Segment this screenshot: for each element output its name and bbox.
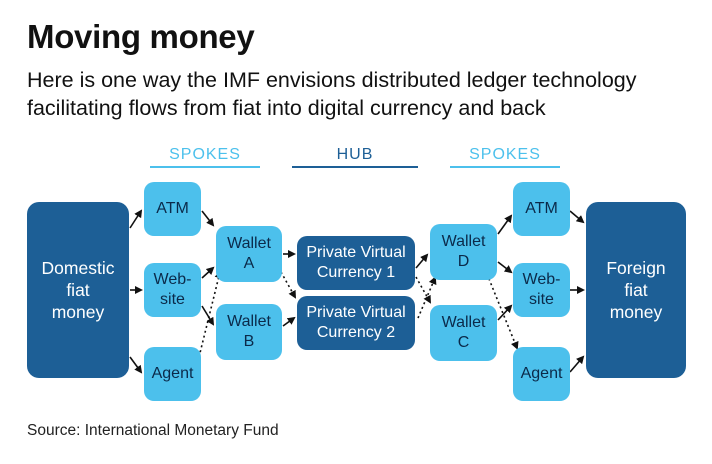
website-left-label: Web-site [153, 271, 192, 308]
source-note: Source: International Monetary Fund [27, 422, 279, 439]
wallet-a-box: Wallet A [216, 226, 282, 282]
wallet-d-box: Wallet D [430, 224, 497, 280]
atm-right-label: ATM [525, 200, 558, 217]
spokes-left-header: SPOKES [169, 146, 241, 163]
website-right-box: Web-site [513, 263, 570, 317]
agent-right-label: Agent [520, 365, 563, 382]
wallet-d-label: Wallet D [441, 233, 486, 270]
atm-right-box: ATM [513, 182, 570, 236]
arrow-domestic-atm [129, 209, 143, 229]
arrow-website-wallet-b [201, 305, 215, 326]
hub-header: HUB [336, 146, 374, 163]
wallet-a-label: Wallet A [227, 235, 271, 272]
private-virtual-currency-1-label: Private Virtual Currency 1 [306, 244, 406, 281]
arrow-wallet-d-website [497, 261, 513, 274]
agent-left-label: Agent [151, 365, 194, 382]
domestic-fiat-money-label: Domestic fiat money [41, 258, 115, 322]
arrow-wallet-c-website [497, 304, 513, 321]
wallet-b-box: Wallet B [216, 304, 282, 360]
arrow-atm-foreign [569, 210, 585, 224]
arrow-pvc2-wallet-d [417, 276, 437, 319]
spokes-right-underline [450, 166, 560, 168]
arrow-wallet-a-pvc2 [280, 271, 296, 299]
chart-title: Moving money [27, 18, 255, 55]
private-virtual-currency-2-box: Private Virtual Currency 2 [297, 296, 415, 350]
arrow-atm-wallet-a [201, 210, 215, 227]
arrow-website-wallet-a [201, 266, 215, 279]
agent-right-box: Agent [513, 347, 570, 401]
arrow-wallet-b-pvc2 [282, 316, 296, 327]
wallet-c-box: Wallet C [430, 305, 497, 361]
website-right-label: Web-site [522, 271, 561, 308]
wallet-b-label: Wallet B [227, 313, 271, 350]
arrow-pvc1-wallet-c [415, 276, 431, 304]
atm-left-label: ATM [156, 200, 189, 217]
foreign-fiat-money-box: Foreign fiat money [586, 202, 686, 378]
arrow-wallet-d-agent [486, 273, 519, 350]
private-virtual-currency-1-box: Private Virtual Currency 1 [297, 236, 415, 290]
hub-underline [292, 166, 418, 168]
agent-left-box: Agent [144, 347, 201, 401]
arrow-domestic-agent [129, 356, 143, 374]
foreign-fiat-money-label: Foreign fiat money [606, 258, 666, 322]
wallet-c-label: Wallet C [441, 314, 486, 351]
spokes-left-underline [150, 166, 260, 168]
spokes-right-header: SPOKES [469, 146, 541, 163]
website-left-box: Web-site [144, 263, 201, 317]
atm-left-box: ATM [144, 182, 201, 236]
arrow-wallet-d-atm [497, 214, 513, 235]
chart-subtitle: Here is one way the IMF envisions distri… [27, 68, 637, 120]
private-virtual-currency-2-label: Private Virtual Currency 2 [306, 304, 406, 341]
arrow-agent-foreign [569, 355, 585, 373]
domestic-fiat-money-box: Domestic fiat money [27, 202, 129, 378]
arrow-pvc1-wallet-d [415, 253, 429, 269]
